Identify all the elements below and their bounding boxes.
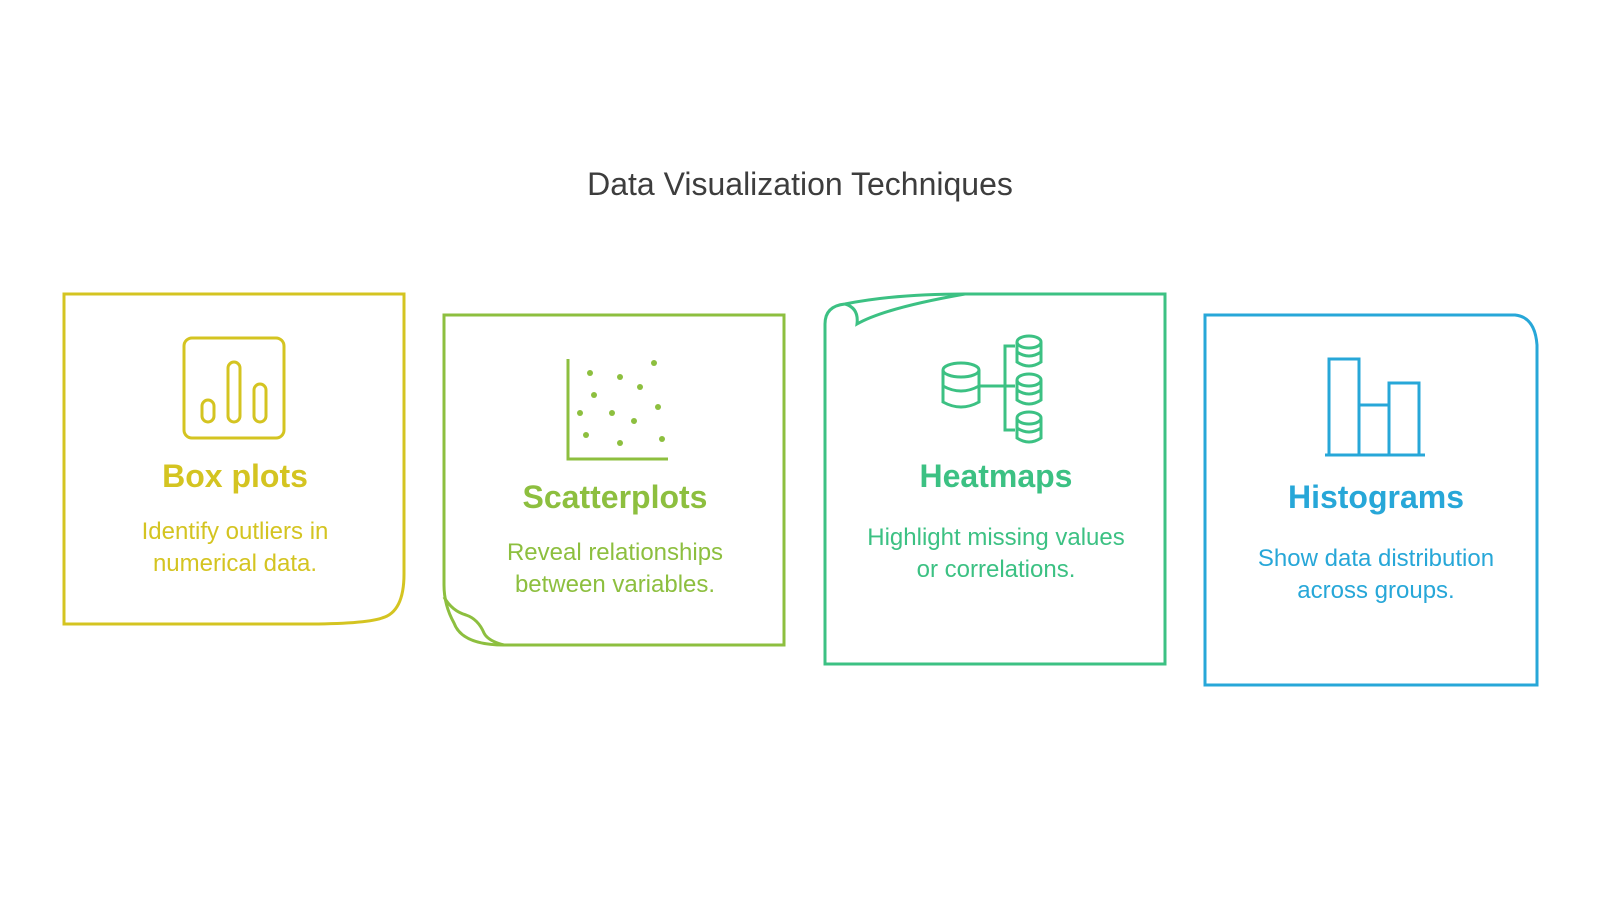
card-description: Identify outliers in numerical data. <box>141 518 329 577</box>
card-heading: Box plots <box>162 458 308 494</box>
card-heatmaps: Heatmaps Highlight missing values or cor… <box>823 292 1167 666</box>
card-heading: Heatmaps <box>919 458 1073 494</box>
card-box-plots: Box plots Identify outliers in numerical… <box>62 292 406 636</box>
card-frame <box>823 292 1167 666</box>
card-frame <box>62 292 406 626</box>
diagram-title: Data Visualization Techniques <box>587 166 1013 202</box>
card-heading: Scatterplots <box>522 479 708 515</box>
card-description: Show data distribution across groups. <box>1257 545 1495 604</box>
card-heading: Histograms <box>1287 479 1465 515</box>
card-frame <box>442 313 786 647</box>
card-description: Highlight missing values or correlations… <box>867 524 1125 583</box>
histogram-icon <box>1325 357 1425 457</box>
database-icon <box>941 334 1043 444</box>
card-frame <box>1203 313 1539 687</box>
card-scatterplots: Scatterplots Reveal relationships betwee… <box>442 313 786 657</box>
card-histograms: Histograms Show data distribution across… <box>1203 313 1547 687</box>
bar-chart-icon <box>182 336 286 440</box>
scatter-plot-icon <box>566 359 668 461</box>
card-description: Reveal relationships between variables. <box>506 539 724 598</box>
